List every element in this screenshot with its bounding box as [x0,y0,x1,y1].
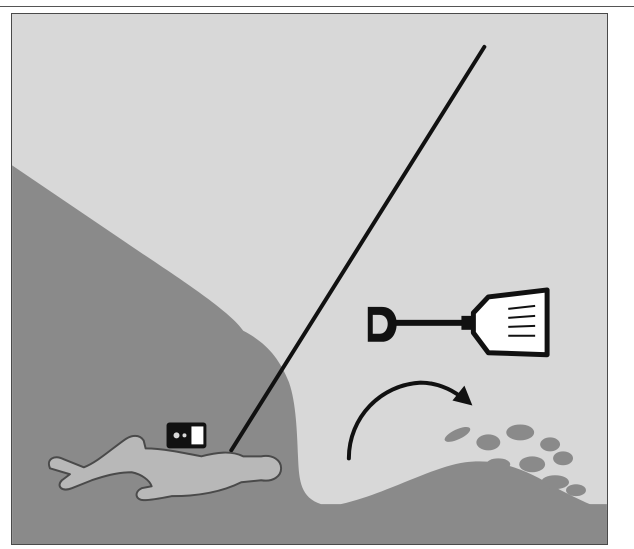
illustration-canvas [12,14,607,544]
top-divider [0,6,634,7]
avalanche-transceiver-icon [167,422,207,448]
avalanche-rescue-illustration [11,13,608,545]
